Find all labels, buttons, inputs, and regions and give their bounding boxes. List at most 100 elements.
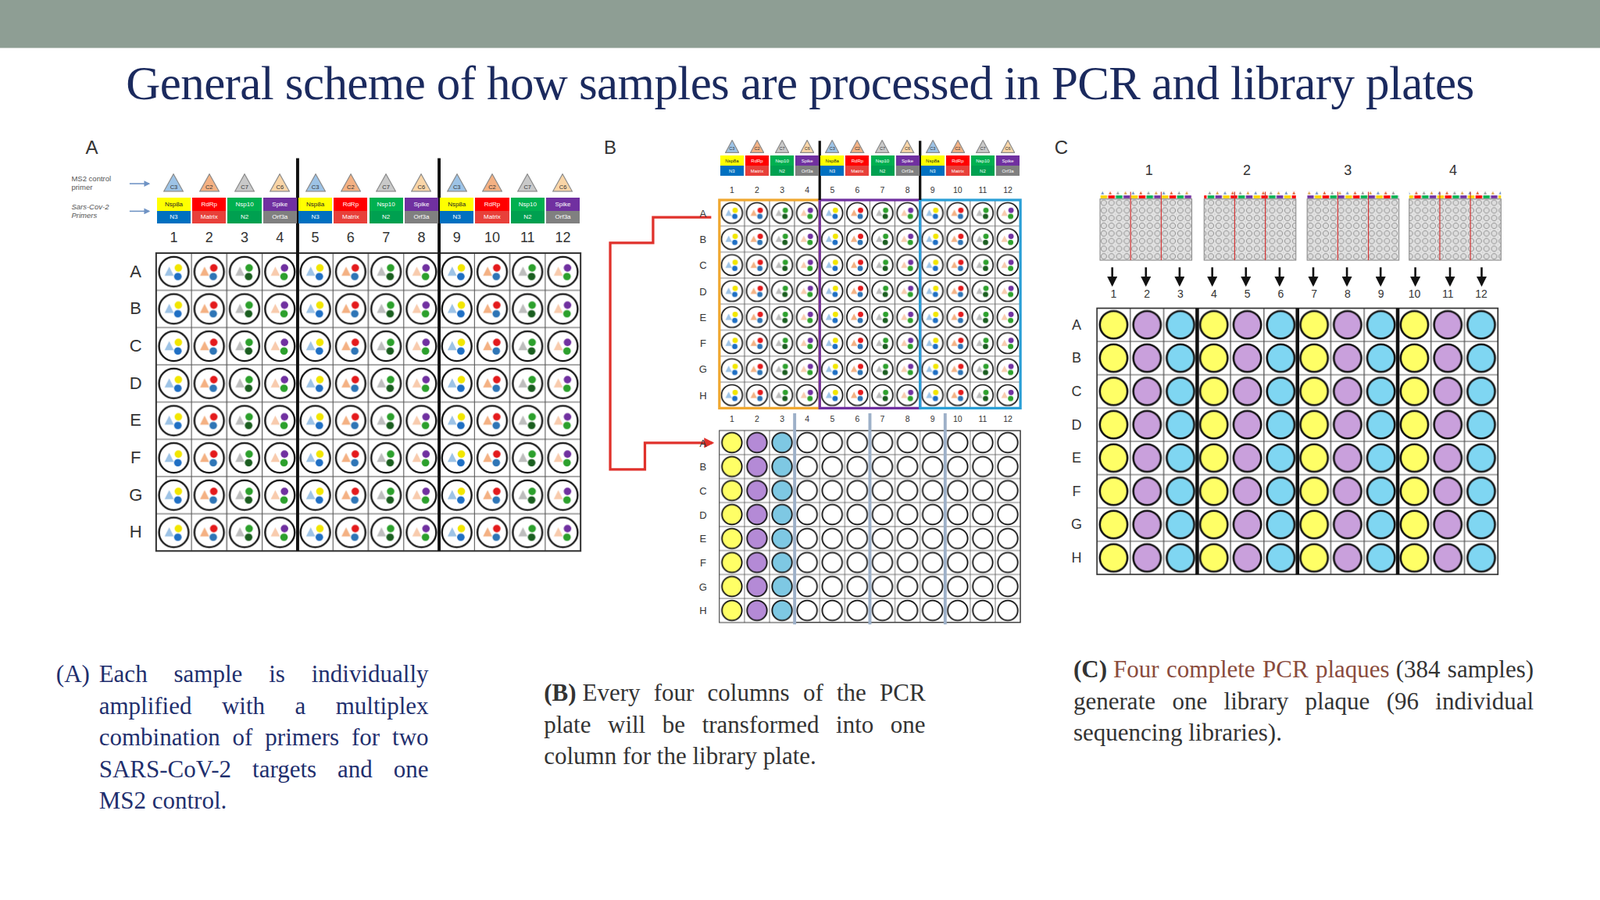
triangle-outline	[376, 174, 397, 192]
primer-triangle: C3	[925, 139, 940, 154]
column-number: 2	[754, 414, 760, 423]
node-text: N3	[929, 168, 936, 174]
column-number: 5	[1244, 288, 1251, 300]
node-text: Matrix	[342, 214, 360, 221]
node-text: N3	[828, 168, 836, 174]
triangle-outline	[305, 174, 325, 192]
node-text: Spike	[271, 201, 288, 208]
primer-triangle: C2	[950, 139, 965, 154]
primer-box: Spike	[896, 155, 920, 166]
node-text: RdRp	[201, 201, 218, 208]
primer-triangle: C3	[825, 139, 840, 154]
column-number: 12	[1003, 414, 1013, 423]
node-text: Orf3a	[413, 214, 429, 221]
group-line	[943, 413, 947, 625]
down-arrow	[1449, 267, 1452, 285]
node-text: C3	[170, 184, 179, 191]
primer-box: Nsp8a	[820, 155, 844, 166]
caption-marker: (B)	[543, 678, 576, 707]
primer-box: RdRp	[475, 197, 509, 211]
leader-arrow	[129, 210, 150, 213]
primer-box: Orf3a	[546, 210, 580, 224]
row-letter: F	[130, 449, 141, 467]
row-letter: D	[699, 509, 707, 520]
node-text: RdRp	[342, 201, 359, 208]
mini-plate	[1100, 199, 1193, 261]
group-line	[868, 413, 872, 625]
primer-box: N2	[871, 165, 895, 176]
row-letter: G	[1071, 517, 1083, 532]
primer-box: Nsp8a	[720, 155, 744, 166]
triangle-outline	[270, 174, 290, 192]
triangle-outline	[517, 174, 538, 192]
node-text: C7	[879, 146, 886, 152]
mini-header	[1307, 190, 1400, 199]
node-text: N3	[728, 168, 736, 174]
node-text: C6	[804, 146, 811, 152]
node-text: C7	[240, 184, 249, 191]
column-number: 11	[1442, 288, 1454, 300]
primer-triangle: C7	[975, 139, 990, 154]
primer-triangle: C3	[725, 139, 740, 154]
mini-header	[1203, 190, 1297, 199]
column-number: 10	[484, 230, 500, 245]
column-number: 6	[854, 414, 860, 423]
node-text: Matrix	[951, 168, 965, 174]
primer-box: Spike	[404, 197, 439, 211]
node-text: Nsp8a	[306, 201, 325, 208]
triangle-outline	[482, 174, 503, 192]
triangle-outline	[875, 139, 890, 153]
primer-triangle: C7	[234, 173, 255, 193]
node-text: Nsp8a	[447, 201, 466, 208]
primer-triangle: C6	[410, 173, 432, 193]
primer-triangle: C6	[1000, 139, 1015, 154]
triangle-outline	[235, 174, 255, 192]
node-text: RdRp	[750, 158, 763, 164]
primer-box: Orf3a	[795, 165, 819, 176]
caption-block: (C)Four complete PCR plaques(384 samples…	[1073, 653, 1534, 750]
library-plate	[1096, 307, 1498, 575]
node-text: Orf3a	[901, 168, 914, 174]
row-letter: E	[1071, 450, 1082, 465]
down-arrow	[1346, 267, 1349, 285]
row-letter: A	[700, 207, 708, 218]
node-text: C6	[904, 146, 911, 152]
primer-box: Matrix	[192, 210, 226, 224]
primer-triangle: C2	[199, 173, 220, 193]
caption-text: Every four columns of the PCR plate will…	[543, 678, 925, 770]
row-letter: G	[699, 581, 708, 592]
column-number: 6	[854, 185, 860, 195]
page-title: General scheme of how samples are proces…	[0, 56, 1600, 111]
primer-box: Matrix	[845, 165, 869, 176]
node-text: N2	[879, 168, 886, 174]
column-number: 6	[1277, 288, 1284, 300]
row-letter: E	[700, 533, 708, 544]
triangle-outline	[750, 139, 764, 153]
node-text: C6	[559, 184, 568, 191]
down-arrow	[1379, 267, 1383, 285]
row-letter: A	[1071, 317, 1082, 333]
library-column	[744, 430, 770, 623]
row-letter: H	[129, 523, 143, 541]
node-text: C6	[417, 184, 426, 191]
triangle-outline	[341, 174, 361, 192]
node-text: Matrix	[483, 214, 501, 221]
triangle-outline	[950, 139, 965, 153]
column-number: 7	[880, 414, 886, 423]
primer-box: RdRp	[333, 197, 368, 211]
panel-letter: A	[85, 138, 99, 158]
primer-triangle: C7	[517, 173, 538, 193]
plate-number: 3	[1343, 163, 1352, 178]
primer-triangle: C3	[163, 173, 184, 193]
column-number: 8	[417, 230, 425, 245]
column-number: 2	[754, 185, 760, 195]
node-text: C3	[728, 146, 735, 152]
node-text: C7	[979, 146, 986, 152]
top-band	[0, 0, 1600, 48]
mini-divider	[1470, 192, 1472, 261]
primer-box: N2	[227, 210, 261, 224]
primer-box: Orf3a	[263, 210, 297, 224]
row-letter: B	[700, 461, 708, 472]
primer-box: Spike	[546, 197, 580, 211]
